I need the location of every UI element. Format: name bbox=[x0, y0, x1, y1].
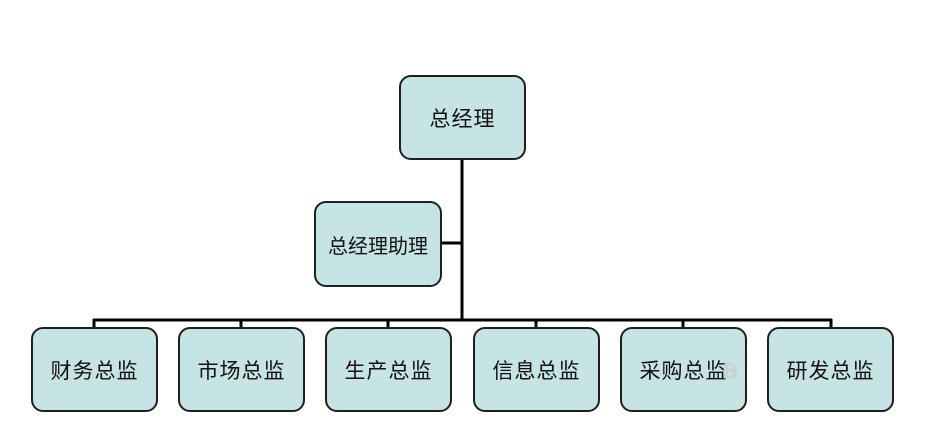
assistant-node: 总经理助理 bbox=[314, 201, 442, 287]
finance-director-node: 财务总监 bbox=[31, 327, 158, 412]
purchasing-director-node: 采购总监 bbox=[620, 327, 747, 412]
general-manager-label: 总经理 bbox=[429, 106, 496, 131]
department-label: 信息总监 bbox=[492, 358, 581, 383]
production-director-node: 生产总监 bbox=[325, 327, 452, 412]
assistant-label: 总经理助理 bbox=[328, 233, 428, 258]
department-label: 生产总监 bbox=[344, 358, 433, 383]
general-manager-node: 总经理 bbox=[399, 75, 526, 160]
information-director-node: 信息总监 bbox=[473, 327, 600, 412]
department-label: 研发总监 bbox=[786, 358, 875, 383]
marketing-director-node: 市场总监 bbox=[178, 327, 305, 412]
rnd-director-node: 研发总监 bbox=[767, 327, 894, 412]
department-label: 财务总监 bbox=[50, 358, 139, 383]
department-label: 市场总监 bbox=[197, 358, 286, 383]
watermark-logo: B bbox=[722, 360, 739, 385]
department-label: 采购总监 bbox=[639, 358, 728, 383]
